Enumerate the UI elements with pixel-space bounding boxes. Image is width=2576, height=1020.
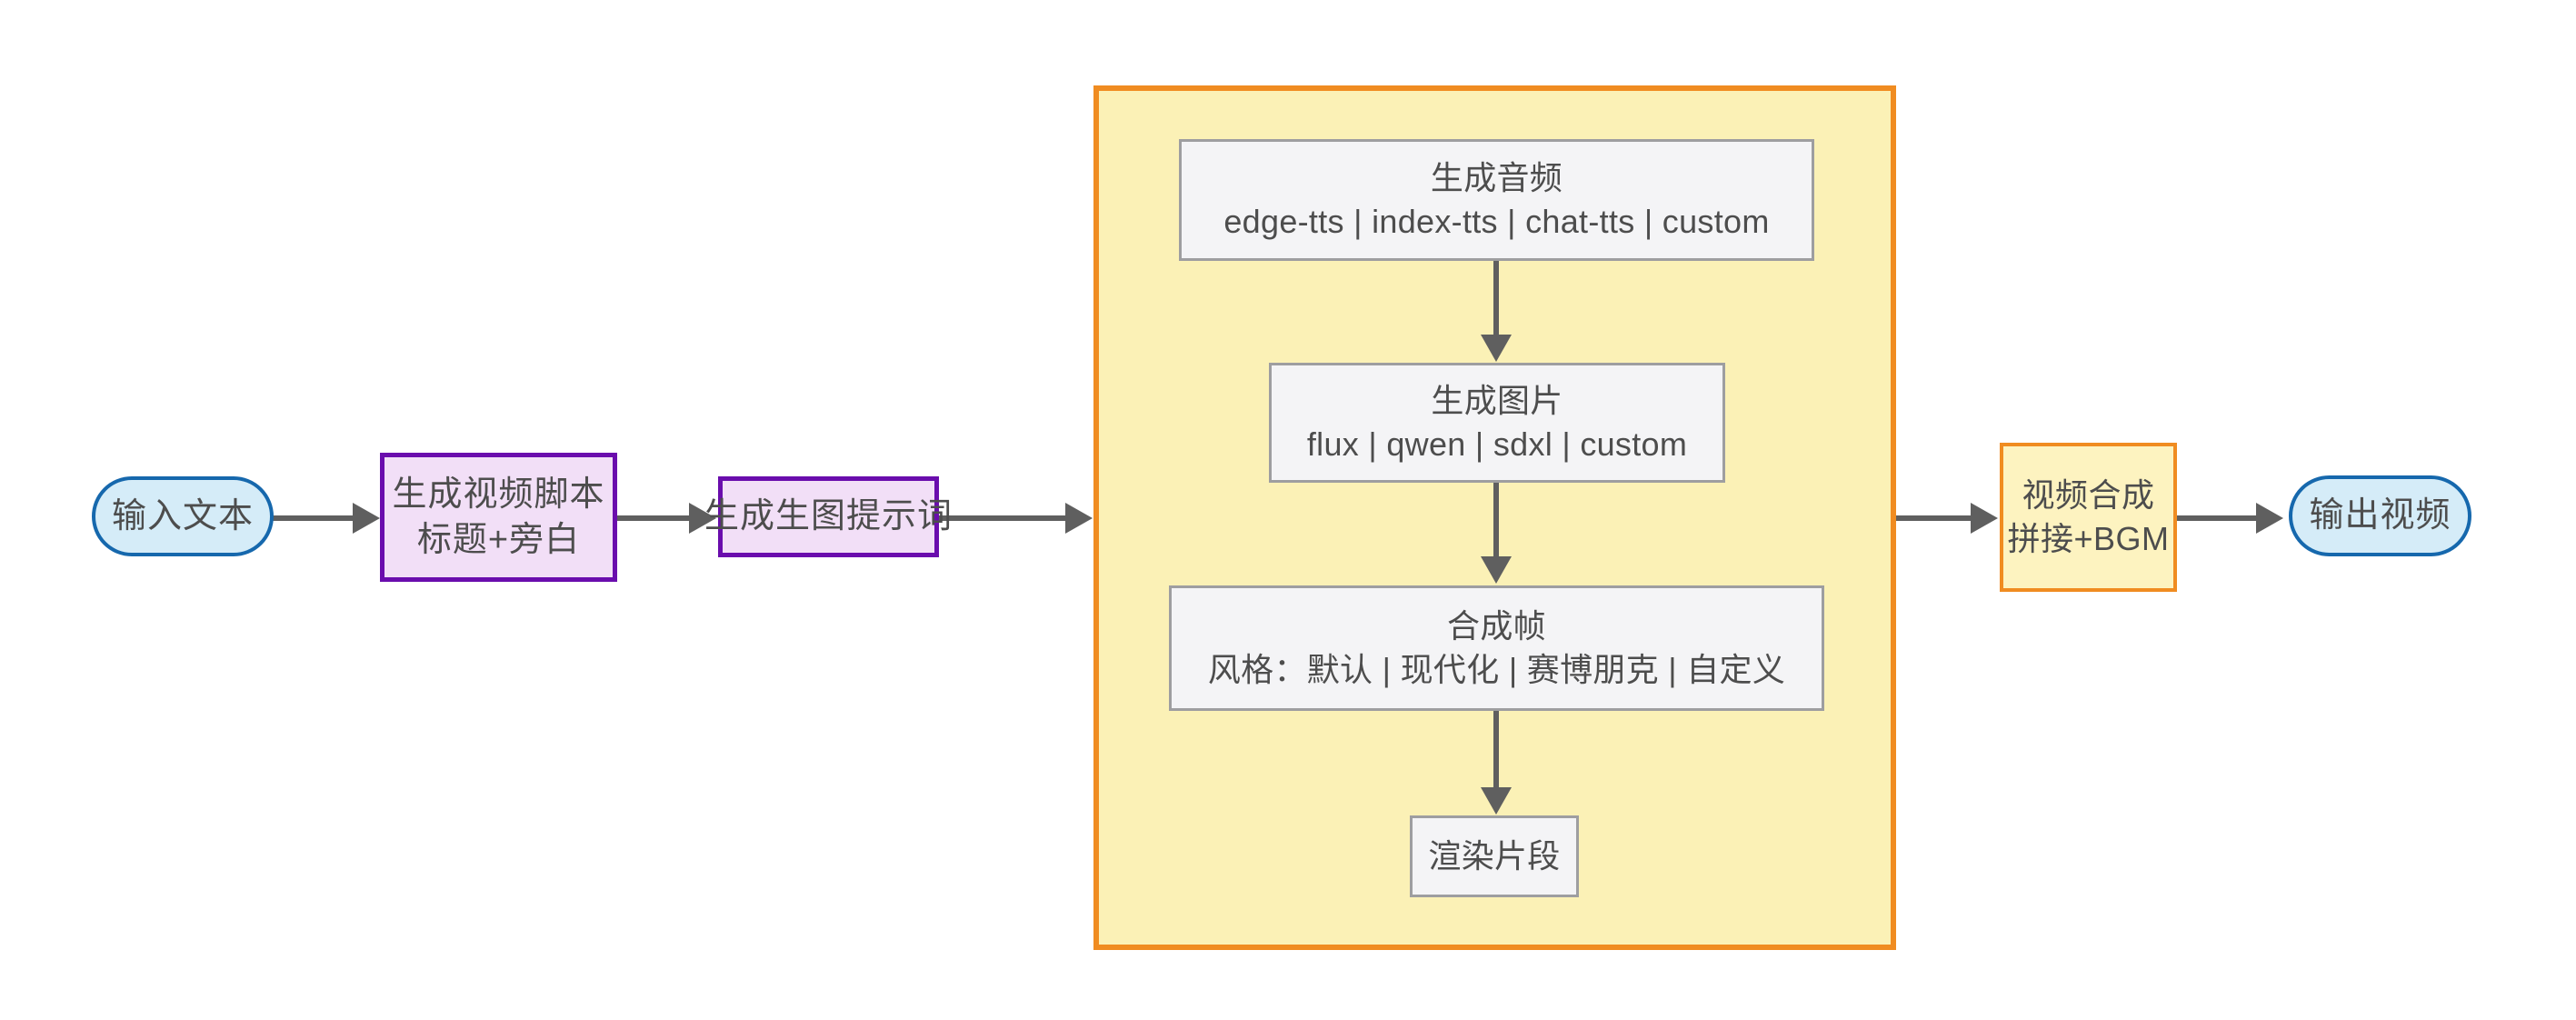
node-generate-image-prompt[interactable]: 生成生图提示词 xyxy=(704,476,952,557)
edge-compose-to-output xyxy=(2176,515,2263,521)
arrowhead-subgraph-to-compose xyxy=(1971,503,1998,534)
node-render-clip-label: 渲染片段 xyxy=(1428,837,1561,875)
node-generate-audio[interactable]: 生成音频 edge-tts | index-tts | chat-tts | c… xyxy=(1179,139,1814,261)
node-generate-picture-models: flux | qwen | sdxl | custom xyxy=(1306,425,1688,463)
arrowhead-image-to-frame xyxy=(1481,556,1512,584)
node-render-clip[interactable]: 渲染片段 xyxy=(1410,815,1579,897)
node-generate-image-prompt-label: 生成生图提示词 xyxy=(704,497,954,536)
node-input-text[interactable]: 输入文本 xyxy=(92,476,274,556)
node-generate-script-line2: 标题+旁白 xyxy=(416,521,581,559)
node-input-text-label: 输入文本 xyxy=(111,496,254,535)
node-video-compose[interactable]: 视频合成 拼接+BGM xyxy=(2000,443,2177,592)
edge-audio-to-image xyxy=(1493,261,1499,339)
node-generate-audio-title: 生成音频 xyxy=(1430,159,1563,197)
node-generate-picture[interactable]: 生成图片 flux | qwen | sdxl | custom xyxy=(1269,363,1725,483)
node-compose-frame-title: 合成帧 xyxy=(1447,607,1546,645)
arrowhead-input-to-script xyxy=(353,503,380,534)
node-compose-frame[interactable]: 合成帧 风格：默认 | 现代化 | 赛博朋克 | 自定义 xyxy=(1169,585,1824,711)
edge-input-to-script xyxy=(273,515,364,521)
node-generate-script-line1: 生成视频脚本 xyxy=(392,475,605,514)
node-generate-script[interactable]: 生成视频脚本 标题+旁白 xyxy=(380,453,617,582)
edge-script-to-prompt xyxy=(616,515,694,521)
node-generate-picture-title: 生成图片 xyxy=(1431,382,1563,420)
node-output-video-label: 输出视频 xyxy=(2309,496,2451,535)
arrowhead-prompt-to-subgraph xyxy=(1065,503,1093,534)
node-output-video[interactable]: 输出视频 xyxy=(2289,475,2471,556)
node-generate-audio-engines: edge-tts | index-tts | chat-tts | custom xyxy=(1223,203,1770,240)
edge-prompt-to-subgraph xyxy=(938,515,1070,521)
node-compose-frame-styles: 风格：默认 | 现代化 | 赛博朋克 | 自定义 xyxy=(1207,651,1786,688)
node-video-compose-line2: 拼接+BGM xyxy=(2007,520,2170,557)
arrowhead-frame-to-render xyxy=(1481,787,1512,815)
edge-subgraph-to-compose xyxy=(1896,515,1982,521)
node-video-compose-line1: 视频合成 xyxy=(2022,476,2155,515)
edge-image-to-frame xyxy=(1493,482,1499,561)
edge-frame-to-render xyxy=(1493,711,1499,791)
arrowhead-audio-to-image xyxy=(1481,335,1512,362)
arrowhead-script-to-prompt xyxy=(689,503,716,534)
arrowhead-compose-to-output xyxy=(2256,503,2283,534)
